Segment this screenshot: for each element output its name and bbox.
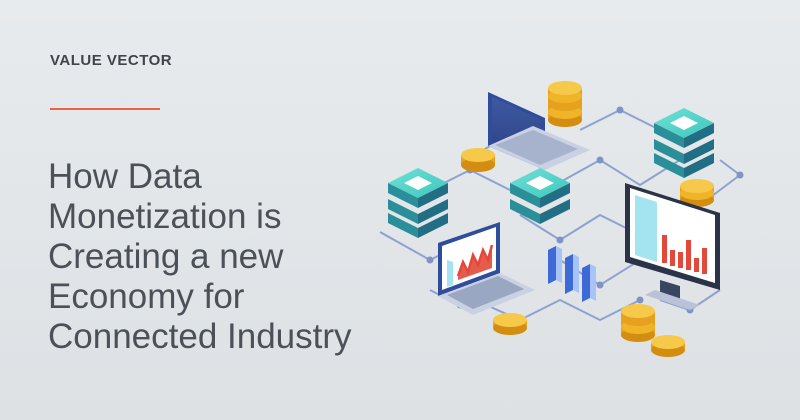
bar-chart-icon: [548, 246, 596, 302]
brand-name: VALUE VECTOR: [50, 52, 173, 69]
headline-line: Monetization is: [48, 197, 282, 236]
server-stack-icon: [510, 168, 570, 224]
headline: How Data Monetization is Creating a new …: [48, 157, 428, 357]
headline-line: Creating a new: [48, 237, 284, 276]
monitor-icon: [625, 183, 720, 310]
headline-line: How Data: [48, 157, 202, 196]
laptop-icon: [438, 222, 535, 315]
laptop-icon: [488, 92, 590, 170]
headline-line: Economy for: [48, 277, 245, 316]
headline-line: Connected Industry: [48, 317, 352, 356]
server-stack-icon: [654, 108, 714, 178]
accent-divider: [50, 108, 160, 110]
server-stack-icon: [388, 168, 448, 238]
